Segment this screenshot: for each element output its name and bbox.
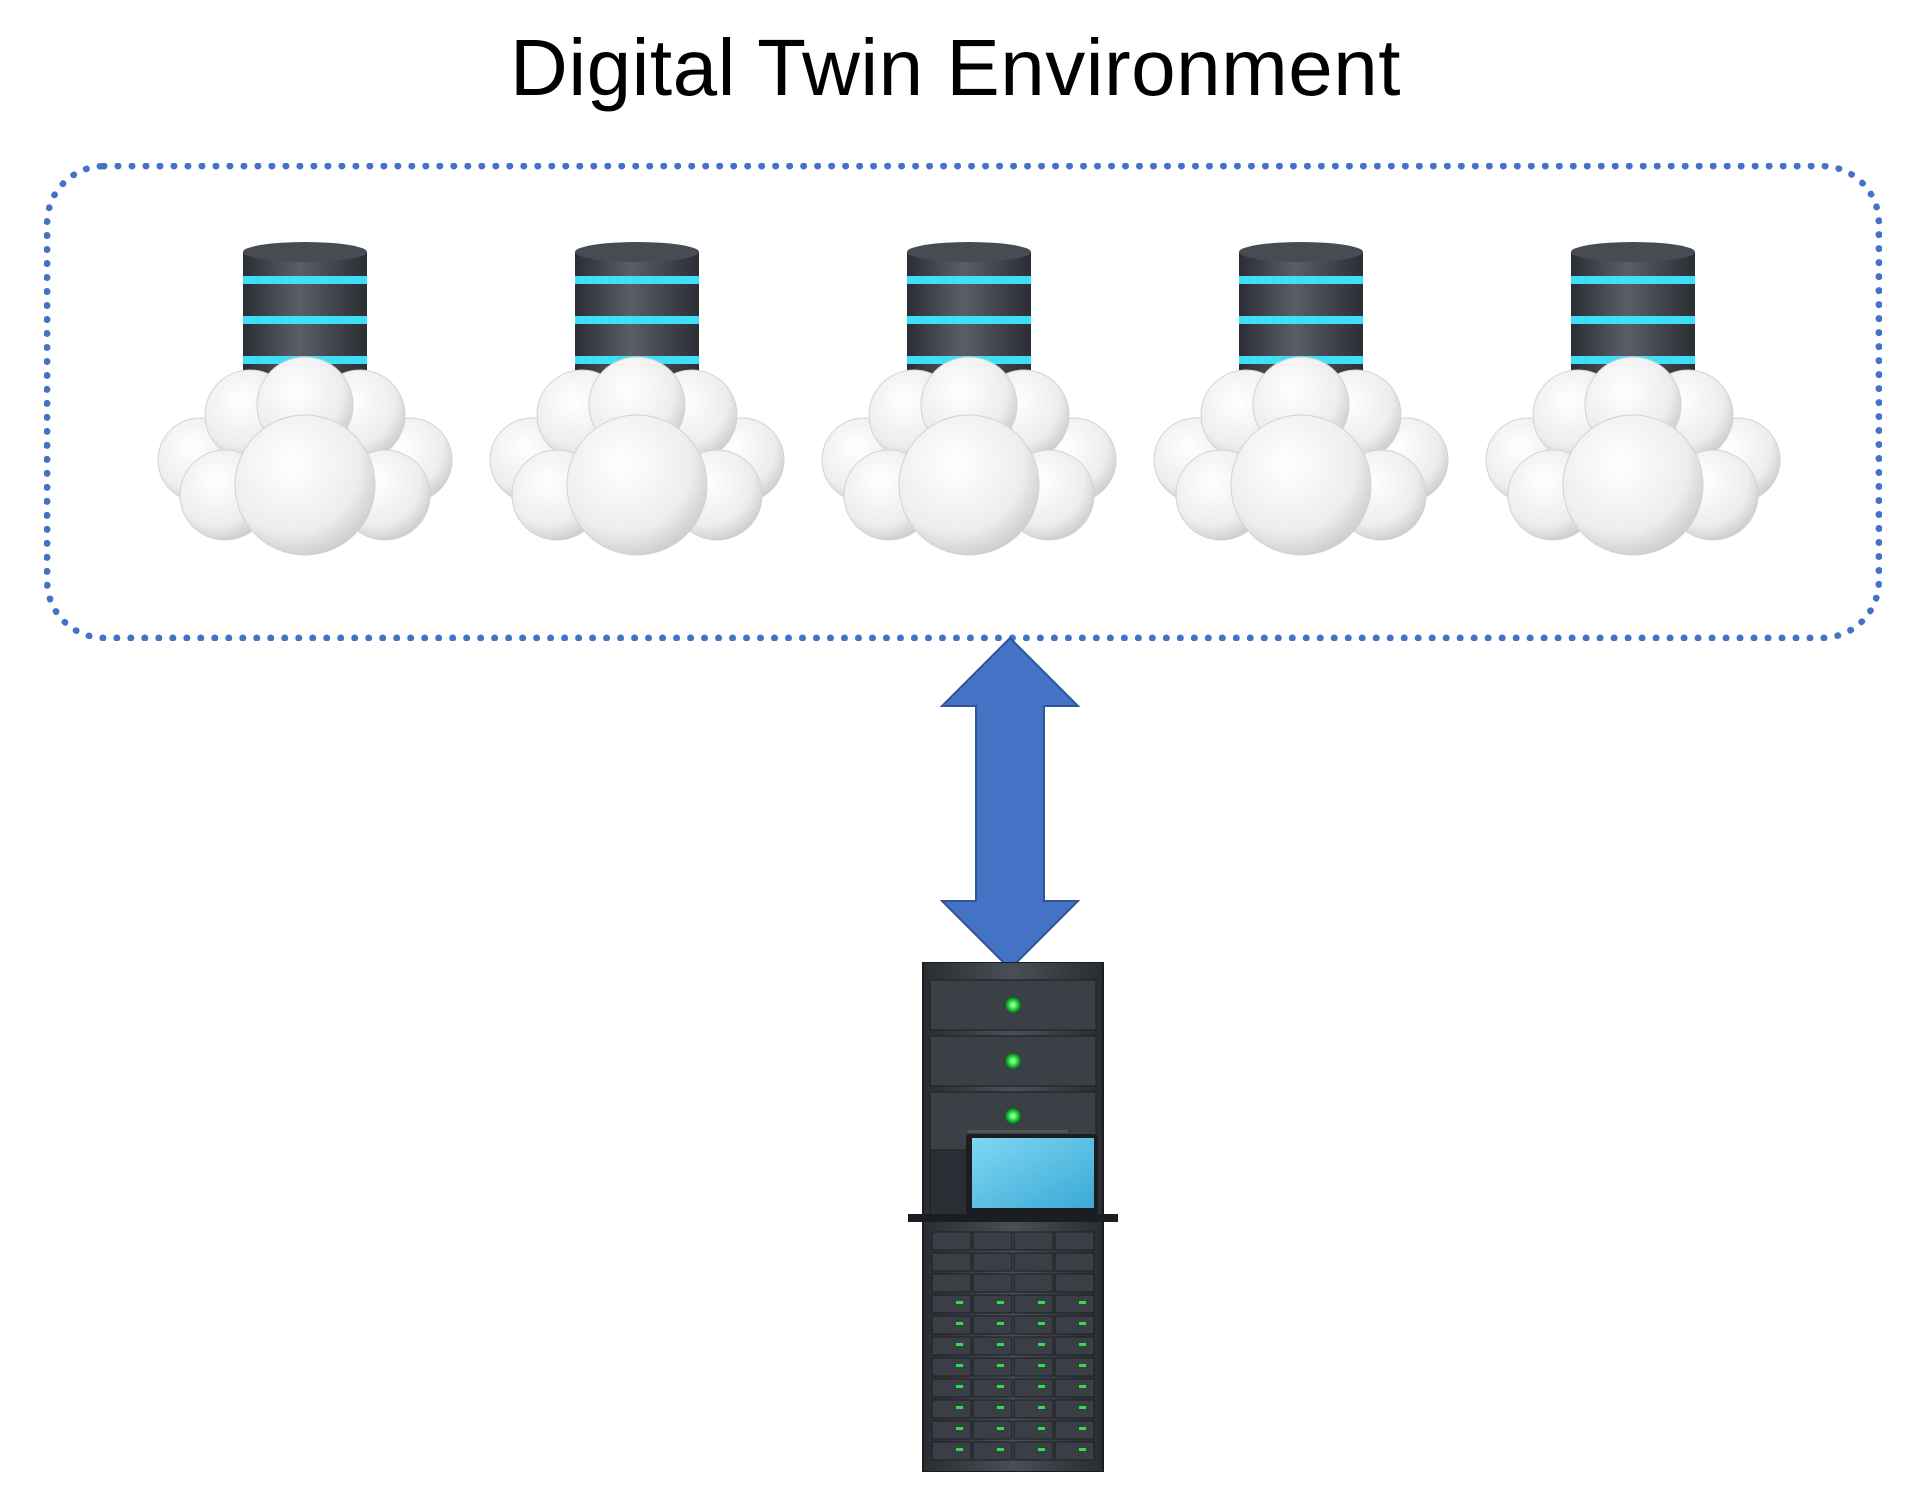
- server-rack-icon: [908, 962, 1118, 1472]
- drive-led: [956, 1301, 963, 1304]
- drive-led: [1079, 1364, 1086, 1367]
- drive-led: [1038, 1448, 1045, 1451]
- cloud-database-icon: [819, 240, 1119, 570]
- drive-bay: [931, 1378, 972, 1398]
- drive-bay: [1054, 1378, 1095, 1398]
- drive-bay: [931, 1357, 972, 1377]
- drive-bay: [972, 1399, 1013, 1419]
- drive-led: [997, 1343, 1004, 1346]
- drive-led: [1038, 1301, 1045, 1304]
- drive-led: [1079, 1448, 1086, 1451]
- drive-bay: [931, 1399, 972, 1419]
- cloud-database-icon: [487, 240, 787, 570]
- drive-led: [1079, 1322, 1086, 1325]
- drive-bay: [972, 1336, 1013, 1356]
- drive-bay: [972, 1441, 1013, 1461]
- digital-twin-environment-boundary: [44, 163, 1882, 641]
- drive-bay: [1013, 1294, 1054, 1314]
- cloud-database-icon: [1151, 240, 1451, 570]
- drive-bay: [931, 1336, 972, 1356]
- drive-bay: [1054, 1420, 1095, 1440]
- drive-led: [1079, 1301, 1086, 1304]
- drive-led: [956, 1322, 963, 1325]
- drive-bay: [1054, 1294, 1095, 1314]
- drive-led: [997, 1301, 1004, 1304]
- drive-led: [1038, 1364, 1045, 1367]
- drive-bay: [1013, 1357, 1054, 1377]
- cloud-database-icon: [155, 240, 455, 570]
- drive-bay: [1054, 1231, 1095, 1251]
- drive-bay: [1013, 1252, 1054, 1272]
- drive-bay: [931, 1420, 972, 1440]
- drive-bay: [1013, 1399, 1054, 1419]
- drive-led: [1079, 1406, 1086, 1409]
- drive-led: [997, 1406, 1004, 1409]
- drive-bay: [1013, 1315, 1054, 1335]
- drive-led: [1079, 1385, 1086, 1388]
- drive-led: [956, 1406, 963, 1409]
- drive-led: [956, 1343, 963, 1346]
- drive-led: [956, 1364, 963, 1367]
- drive-led: [956, 1385, 963, 1388]
- drive-bay: [1054, 1315, 1095, 1335]
- drive-bay: [1054, 1357, 1095, 1377]
- drive-led: [1079, 1427, 1086, 1430]
- drive-bay: [1054, 1252, 1095, 1272]
- double-headed-arrow-icon: [940, 636, 1080, 971]
- drive-bay: [931, 1252, 972, 1272]
- drive-bay: [1013, 1273, 1054, 1293]
- drive-bay: [931, 1441, 972, 1461]
- drive-bay: [1013, 1441, 1054, 1461]
- drive-bay: [1013, 1378, 1054, 1398]
- drive-led: [997, 1385, 1004, 1388]
- drive-bay: [972, 1357, 1013, 1377]
- drive-led: [1038, 1406, 1045, 1409]
- diagram-title: Digital Twin Environment: [510, 23, 1401, 112]
- drive-led: [997, 1427, 1004, 1430]
- drive-led: [1038, 1322, 1045, 1325]
- drive-bay: [972, 1231, 1013, 1251]
- drive-bay: [972, 1315, 1013, 1335]
- drive-bay: [972, 1420, 1013, 1440]
- drive-led: [1038, 1343, 1045, 1346]
- drive-led: [1079, 1343, 1086, 1346]
- drive-bay: [1013, 1420, 1054, 1440]
- drive-bay: [972, 1294, 1013, 1314]
- drive-led: [997, 1448, 1004, 1451]
- drive-led: [1038, 1427, 1045, 1430]
- drive-bay: [1054, 1441, 1095, 1461]
- cloud-database-icon: [1483, 240, 1783, 570]
- drive-bay: [1013, 1336, 1054, 1356]
- drive-bay: [1013, 1231, 1054, 1251]
- drive-bay: [1054, 1399, 1095, 1419]
- drive-bay: [931, 1273, 972, 1293]
- drive-bay: [972, 1273, 1013, 1293]
- drive-bay: [1054, 1336, 1095, 1356]
- drive-led: [956, 1448, 963, 1451]
- drive-led: [997, 1322, 1004, 1325]
- drive-bay: [972, 1252, 1013, 1272]
- drive-led: [1038, 1385, 1045, 1388]
- drive-bay: [1054, 1273, 1095, 1293]
- drive-bay: [931, 1231, 972, 1251]
- drive-bay: [972, 1378, 1013, 1398]
- drive-bay: [931, 1294, 972, 1314]
- drive-led: [997, 1364, 1004, 1367]
- drive-bay: [931, 1315, 972, 1335]
- drive-led: [956, 1427, 963, 1430]
